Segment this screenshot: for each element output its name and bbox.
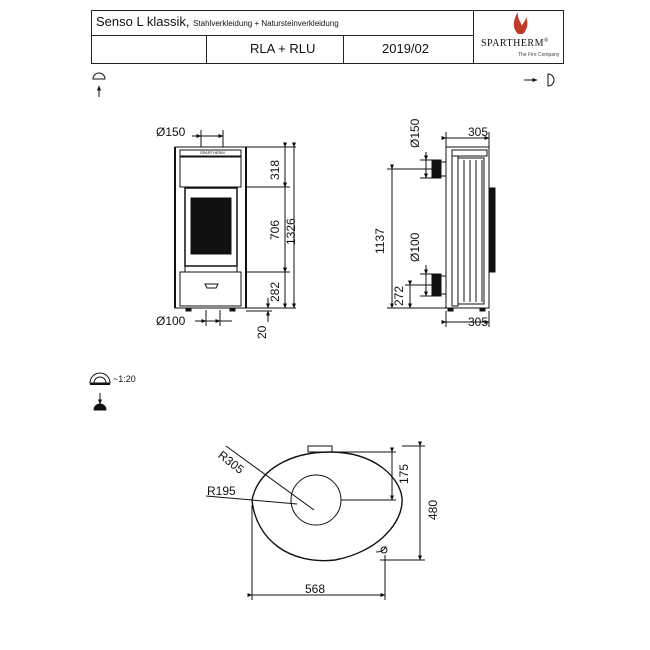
brand-tagline: The Fire Company <box>518 52 560 58</box>
brand-logo: SPARTHERM® <box>481 38 549 49</box>
side-view <box>387 132 496 327</box>
front-dim-total-height: 1326 <box>284 218 298 245</box>
side-depth-top-label: 305 <box>468 125 489 139</box>
side-dim-rear-height: 1137 <box>373 228 387 254</box>
plan-dim-depth: 480 <box>426 499 440 520</box>
front-outlet-label: Ø150 <box>156 125 186 139</box>
model-code: RLA + RLU <box>250 41 316 56</box>
front-view: SPARTHERM <box>174 130 296 326</box>
scale-icon <box>89 372 111 385</box>
title-block-divider-h <box>91 35 473 36</box>
side-depth-bottom-label: 305 <box>468 315 489 329</box>
title-block-divider-v3 <box>473 10 474 64</box>
variant-note: Stahlverkleidung + Natursteinverkleidung <box>193 19 339 28</box>
product-name: Senso L klassik, Stahlverkleidung + Natu… <box>96 14 339 29</box>
side-view-icon <box>524 73 555 87</box>
plan-dim-width: 568 <box>305 582 326 596</box>
revision-date: 2019/02 <box>382 41 429 56</box>
side-dim-inlet-height: 272 <box>392 285 406 306</box>
front-view-icon <box>92 72 106 97</box>
product-title: Senso L klassik <box>96 14 186 29</box>
plan-dim-offset: 175 <box>397 463 411 484</box>
title-block-divider-v2 <box>343 35 344 64</box>
front-dim-foot: 20 <box>255 325 269 339</box>
svg-text:SPARTHERM: SPARTHERM <box>200 150 225 155</box>
title-block-divider-v1 <box>206 35 207 64</box>
plan-view <box>205 441 425 600</box>
plan-radius-small-label: R195 <box>207 484 236 498</box>
front-dim-top-section: 318 <box>268 159 282 180</box>
side-outlet-label: Ø150 <box>408 118 422 148</box>
side-inlet-label: Ø100 <box>408 232 422 262</box>
title-block <box>91 10 564 64</box>
brand-mark: ® <box>544 38 550 44</box>
front-dim-bottom-section: 282 <box>268 281 282 302</box>
top-view-icon <box>93 393 107 411</box>
front-dim-middle: 706 <box>268 219 282 240</box>
brand-name: SPARTHERM <box>481 38 544 49</box>
front-inlet-label: Ø100 <box>156 314 186 328</box>
scale-label: ~1:20 <box>113 374 136 384</box>
